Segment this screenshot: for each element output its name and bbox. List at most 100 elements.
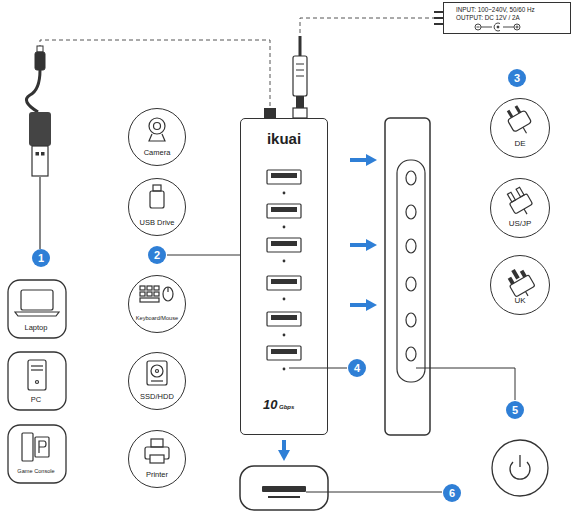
node-text: Laptop — [25, 324, 48, 332]
usb-ports — [271, 349, 297, 354]
device-icons — [154, 123, 161, 130]
device-circle: Keyboard/Mouse — [128, 275, 186, 333]
dc-plug — [264, 108, 276, 118]
device-icons — [28, 360, 46, 390]
dc-plug — [434, 11, 443, 13]
plug-icons — [524, 209, 527, 214]
device-icons — [163, 287, 173, 301]
node-text: Keyboard/Mouse — [136, 316, 178, 322]
node-text: DE — [514, 140, 525, 148]
device-icons — [21, 290, 53, 310]
node-text: INPUT: 100~240V, 50/60 Hz — [456, 7, 535, 13]
node-text: ikuai — [267, 131, 301, 146]
callout-number: 5 — [506, 401, 524, 419]
node-text: SSD/HDD — [140, 393, 174, 401]
dc-plug — [299, 36, 302, 56]
polarity-symbol — [514, 24, 520, 30]
device-circle: SSD/HDD — [128, 352, 186, 410]
device-icons — [22, 433, 33, 461]
device-icons — [150, 455, 164, 463]
usb-ports — [271, 207, 297, 212]
plug-icons — [523, 127, 527, 133]
device-icons — [140, 298, 159, 302]
usb-cable — [29, 112, 51, 146]
card-reader — [240, 466, 328, 510]
hub-side-view — [406, 347, 416, 361]
usb-cable — [37, 46, 43, 52]
device-icons — [31, 369, 43, 370]
usb-ports — [267, 312, 301, 326]
node-text: PC — [31, 396, 41, 404]
usb-ports — [271, 279, 297, 284]
node-text: USB Drive — [139, 219, 174, 227]
dc-plug — [264, 11, 443, 118]
polarity-symbol — [475, 24, 481, 30]
node-text: Gbps — [279, 404, 294, 410]
plug-icons — [507, 110, 531, 132]
usb-ports — [267, 276, 301, 290]
host-device-box: PC — [8, 352, 66, 410]
usb-cable — [26, 40, 270, 249]
node-text: 10 — [263, 398, 277, 411]
usb-cable — [26, 70, 40, 112]
node-text: Game Console — [17, 469, 54, 475]
hub-side-view — [385, 118, 430, 435]
blue-arrows — [366, 299, 377, 311]
blue-arrows — [350, 303, 368, 307]
power-adapter-label: INPUT: 100~240V, 50/60 HzOUTPUT: DC 12V … — [443, 2, 571, 34]
device-icons — [15, 312, 59, 316]
device-circle: Camera — [128, 108, 186, 166]
card-reader — [262, 486, 306, 492]
device-icons — [149, 118, 165, 134]
blue-arrows — [278, 450, 290, 461]
usb-ports — [283, 192, 286, 195]
polarity-symbol — [494, 23, 500, 31]
plug-icons — [526, 292, 529, 296]
dc-plug — [434, 23, 443, 25]
dc-plug — [296, 96, 304, 108]
usb-cable — [40, 40, 270, 106]
device-icons — [147, 361, 167, 385]
device-icons — [8, 425, 66, 483]
hub-side-view — [397, 160, 425, 382]
leader-lines — [416, 368, 515, 400]
hub-side-view — [406, 205, 416, 219]
plug-type-circle: US/JP — [490, 178, 550, 238]
usb-ports — [283, 226, 286, 229]
callout-number: 2 — [148, 246, 166, 264]
node-text: US/JP — [509, 220, 532, 228]
device-icons — [153, 185, 161, 191]
usb-cable — [32, 146, 48, 176]
device-icons — [31, 365, 43, 366]
power-button-icon — [492, 440, 548, 496]
plug-icons — [505, 186, 536, 219]
device-icons — [154, 286, 159, 290]
device-icons — [39, 441, 46, 453]
polarity-symbol — [481, 27, 492, 28]
usb-ports — [283, 368, 286, 371]
device-icons — [140, 292, 145, 296]
hub-side-view — [406, 277, 416, 291]
polarity-symbol — [503, 27, 514, 28]
device-icons — [167, 287, 168, 292]
usb-cable — [36, 152, 40, 156]
usb-ports — [271, 241, 297, 246]
device-icons — [8, 352, 66, 410]
dc-plug — [296, 76, 304, 77]
polarity-symbol — [477, 27, 480, 28]
device-icons — [140, 286, 145, 290]
hub-side-view — [406, 239, 416, 253]
usb-cable — [35, 52, 45, 70]
usb-cable — [39, 177, 40, 249]
device-circle: Printer — [128, 430, 186, 488]
device-icons — [151, 380, 163, 381]
card-reader — [240, 466, 328, 510]
leader-lines — [306, 492, 442, 493]
callout-number: 6 — [443, 484, 461, 502]
plug-icons — [503, 264, 537, 301]
device-icons — [147, 292, 152, 296]
node-text: Printer — [146, 471, 168, 479]
